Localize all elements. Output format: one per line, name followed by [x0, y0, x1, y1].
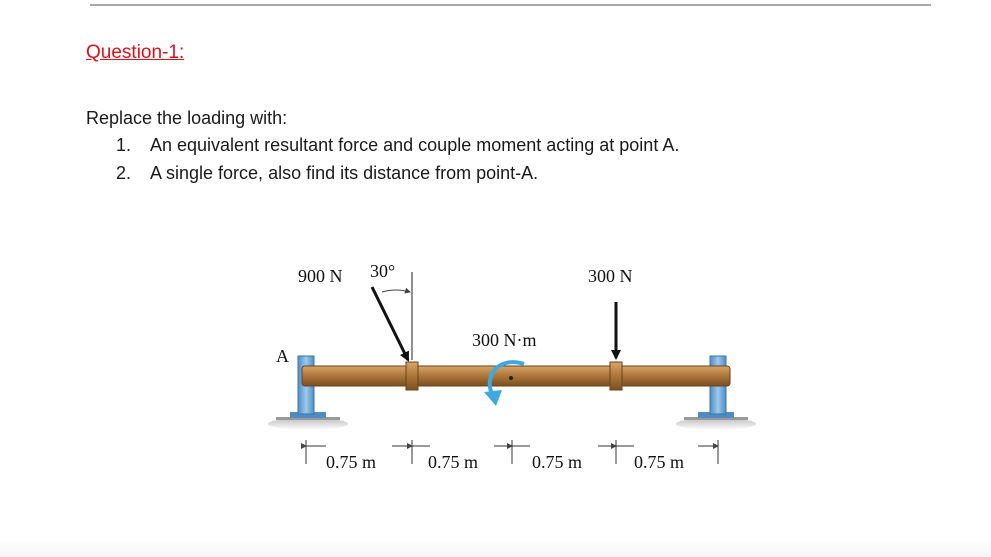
ground-left — [268, 417, 348, 430]
left-support — [290, 355, 326, 418]
moment-label: 300 N·m — [472, 330, 537, 350]
task-list: 1. An equivalent resultant force and coup… — [116, 134, 679, 190]
task-number: 2. — [116, 163, 132, 183]
force-900n-arrow — [370, 272, 413, 362]
moment-arrow — [484, 360, 525, 406]
task-number: 1. — [116, 135, 132, 155]
dimension-lines — [301, 440, 719, 464]
question-title: Question-1: — [86, 42, 185, 63]
beam-diagram: 900 N 30° 300 N 300 N·m A — [268, 261, 756, 472]
top-rule — [90, 4, 931, 6]
ground-right — [676, 417, 756, 430]
span-label-4: 0.75 m — [634, 452, 684, 472]
right-support — [698, 355, 734, 418]
task-text: An equivalent resultant force and couple… — [150, 135, 680, 155]
force-300n-label: 300 N — [588, 266, 633, 286]
list-item: 2. A single force, also find its distance… — [116, 162, 679, 190]
beam — [301, 361, 731, 391]
span-label-3: 0.75 m — [532, 452, 582, 472]
span-label-2: 0.75 m — [428, 452, 478, 472]
angle-label: 30° — [370, 261, 395, 281]
point-a-label: A — [276, 346, 289, 366]
beam-figure: 900 N 30° 300 N 300 N·m A — [262, 252, 762, 482]
bottom-fade — [0, 540, 991, 557]
list-item: 1. An equivalent resultant force and coup… — [116, 134, 679, 162]
force-900n-label: 900 N — [298, 266, 343, 286]
span-label-1: 0.75 m — [326, 452, 376, 472]
intro-text: Replace the loading with: — [86, 108, 288, 128]
task-text: A single force, also find its distance f… — [150, 163, 539, 183]
